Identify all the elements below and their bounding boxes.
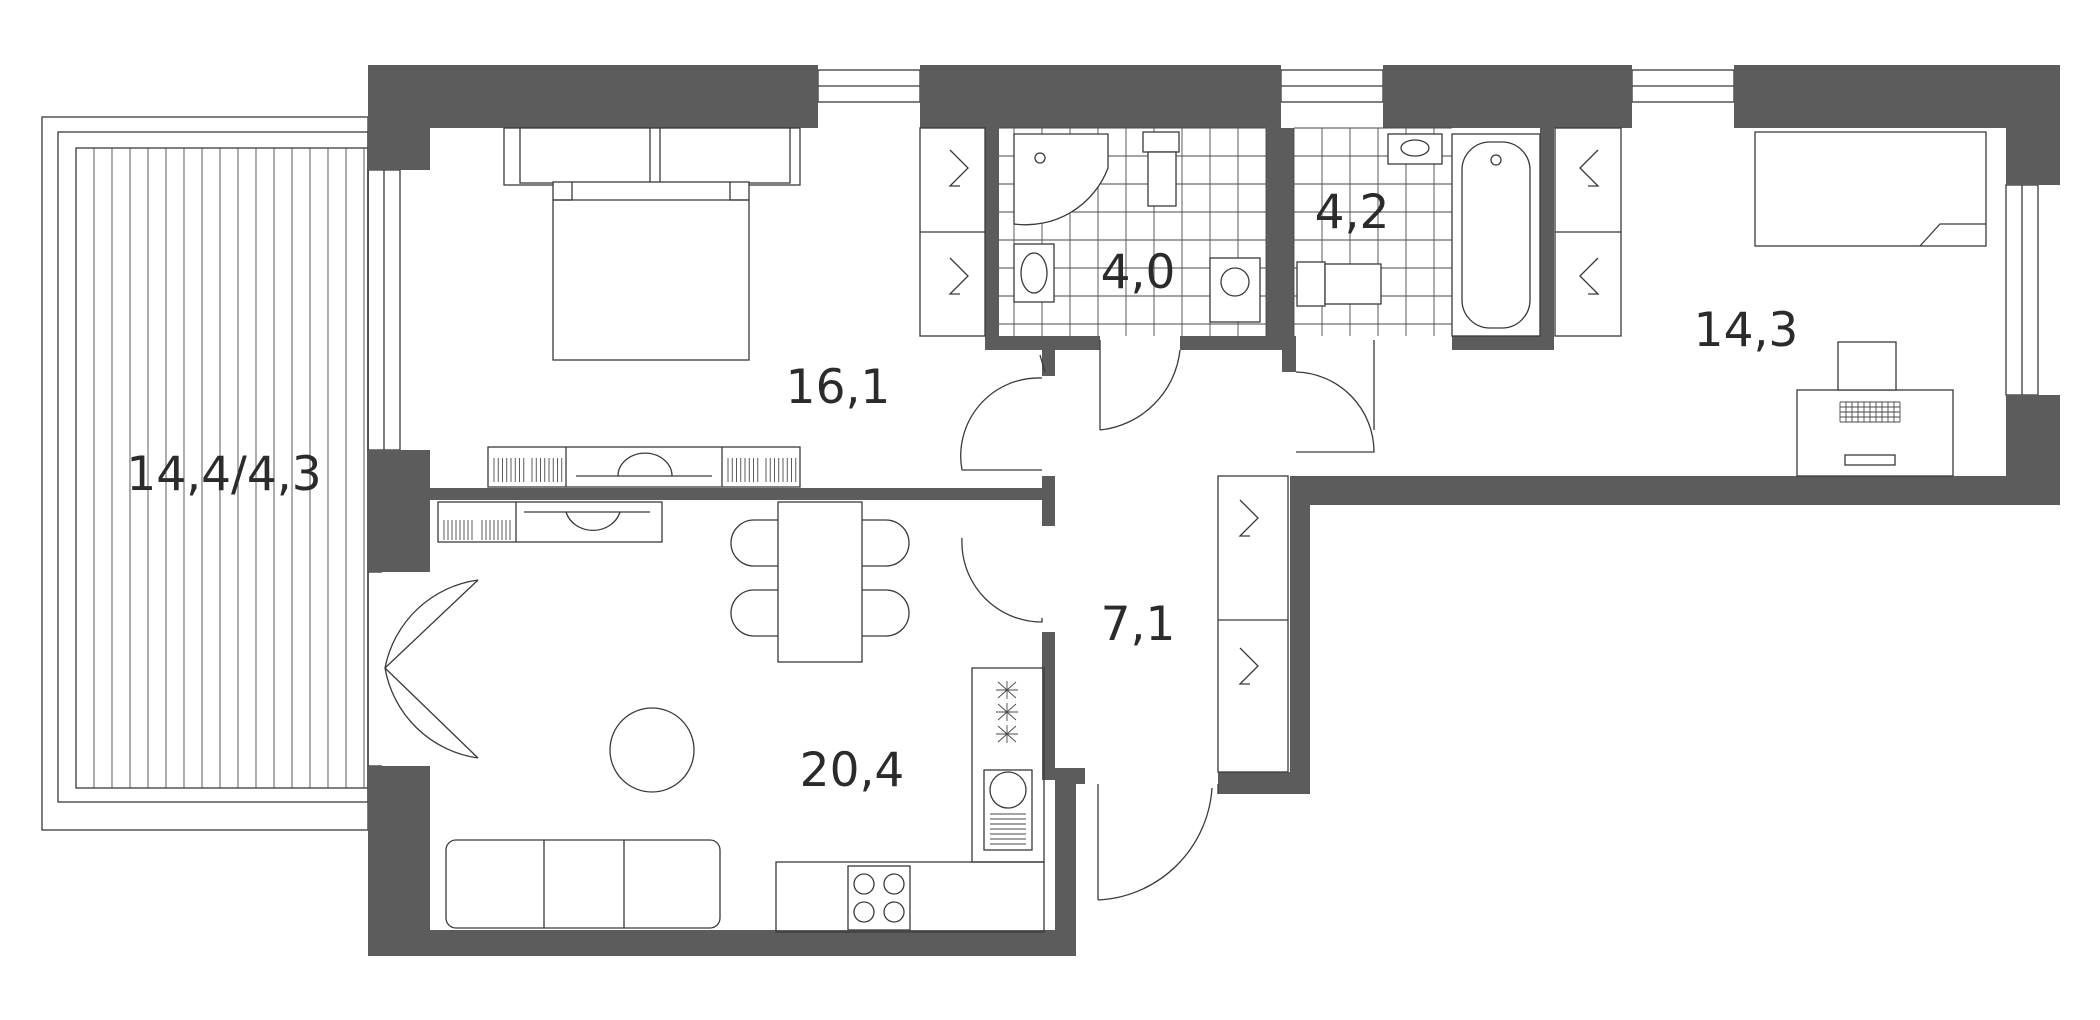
area-labels: 14,4/4,3 16,1 4,0 4,2 14,3 7,1 20,4 <box>126 185 1798 798</box>
balcony-decking <box>93 148 365 788</box>
area-kitchen-living: 20,4 <box>800 743 905 798</box>
balcony-door <box>368 571 479 767</box>
bedroom2-furniture <box>1754 131 1987 477</box>
bathroom <box>1293 127 1541 337</box>
area-balcony: 14,4/4,3 <box>126 447 321 502</box>
kitchen-furniture <box>437 501 1045 933</box>
doors <box>960 340 1375 901</box>
bedroom-furniture <box>487 127 801 488</box>
shower-room <box>999 127 1267 336</box>
area-hallway: 7,1 <box>1101 597 1176 652</box>
area-second-bedroom: 14,3 <box>1694 303 1799 358</box>
area-shower-room: 4,0 <box>1101 245 1176 300</box>
area-bedroom: 16,1 <box>786 360 891 415</box>
wardrobes <box>919 127 1622 773</box>
walls <box>368 65 2060 956</box>
balcony <box>41 116 369 831</box>
area-bathroom: 4,2 <box>1315 185 1390 240</box>
